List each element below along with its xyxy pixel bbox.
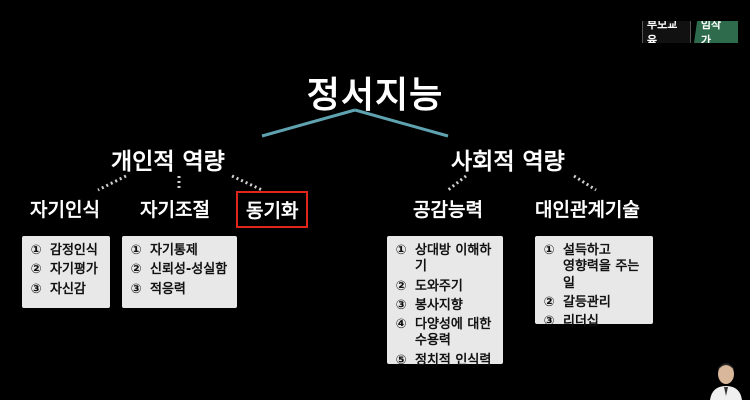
sub-self-regulation: 자기조절	[140, 199, 210, 221]
dotted-connector-1	[97, 174, 127, 192]
sub-motivation-highlighted: 동기화	[236, 191, 309, 228]
branch-social: 사회적 역량	[451, 149, 565, 175]
diagram-title: 정서지능	[306, 75, 444, 116]
presenter-avatar	[710, 363, 742, 400]
logo-part-1: 부모교육	[642, 21, 691, 43]
dotted-connector-5	[573, 174, 597, 192]
title-connector-left	[261, 108, 356, 138]
title-connector-right	[354, 108, 449, 138]
sub-social-skills: 대인관계기술	[535, 199, 640, 221]
dotted-connector-4	[447, 174, 467, 192]
channel-logo: 부모교육 임작가	[642, 21, 738, 43]
branch-personal: 개인적 역량	[111, 149, 225, 175]
dotted-connector-3	[231, 174, 263, 192]
sub-self-awareness: 자기인식	[30, 199, 100, 221]
sub-empathy: 공감능력	[413, 199, 483, 221]
logo-part-2: 임작가	[692, 21, 738, 43]
